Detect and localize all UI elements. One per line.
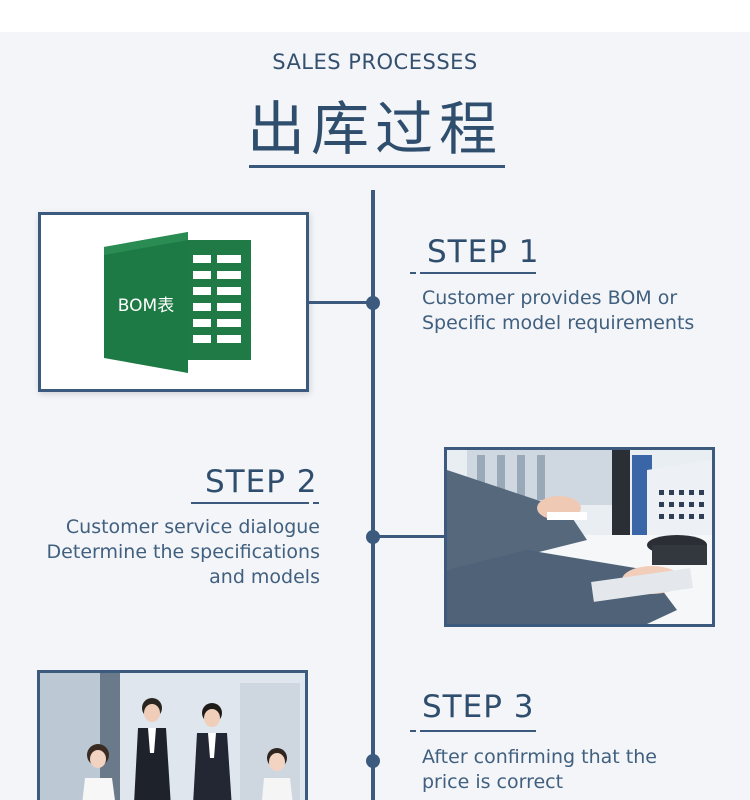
step-3-photo [37, 670, 308, 800]
step-1-image-card: BOM表 [38, 212, 309, 392]
step-3-line-1: After confirming that the [422, 746, 657, 768]
step-1-line-1: Customer provides BOM or [422, 287, 678, 309]
page-title: 出库过程 [246, 95, 503, 163]
step-3-rule-dash [410, 730, 426, 732]
section-subtitle: SALES PROCESSES [272, 50, 478, 74]
title-underline [249, 165, 505, 168]
step-2-rule-dash [303, 502, 319, 504]
step-1-dot [366, 296, 380, 310]
step-2-rule [191, 502, 303, 504]
step-3-rule [426, 730, 536, 732]
step-3-dot [366, 754, 380, 768]
step-2-title: STEP 2 [205, 464, 318, 500]
step-2-connector [373, 535, 445, 538]
top-band [0, 0, 750, 32]
excel-badge-text: BOM表 [118, 296, 174, 316]
step-3-description: After confirming that the price is corre… [422, 745, 657, 795]
step-1-title: STEP 1 [427, 234, 540, 270]
step-2-description: Customer service dialogue Determine the … [20, 515, 320, 590]
step-2-line-3: and models [209, 566, 320, 588]
step-2-photo [444, 447, 715, 627]
step-1-connector [309, 301, 373, 304]
step-3-title: STEP 3 [422, 689, 535, 725]
timeline-line [371, 190, 375, 800]
team-illustration [40, 673, 305, 800]
step-1-rule [426, 272, 536, 274]
step-2-line-1: Customer service dialogue [65, 516, 320, 538]
step-1-rule-dash [410, 272, 426, 274]
step-3-line-2: price is correct [422, 771, 564, 793]
step-1-line-2: Specific model requirements [422, 312, 695, 334]
excel-icon: BOM表 [104, 232, 251, 373]
typing-illustration [447, 450, 712, 624]
step-2-line-2: Determine the specifications [46, 541, 320, 563]
step-1-description: Customer provides BOM or Specific model … [422, 286, 694, 336]
